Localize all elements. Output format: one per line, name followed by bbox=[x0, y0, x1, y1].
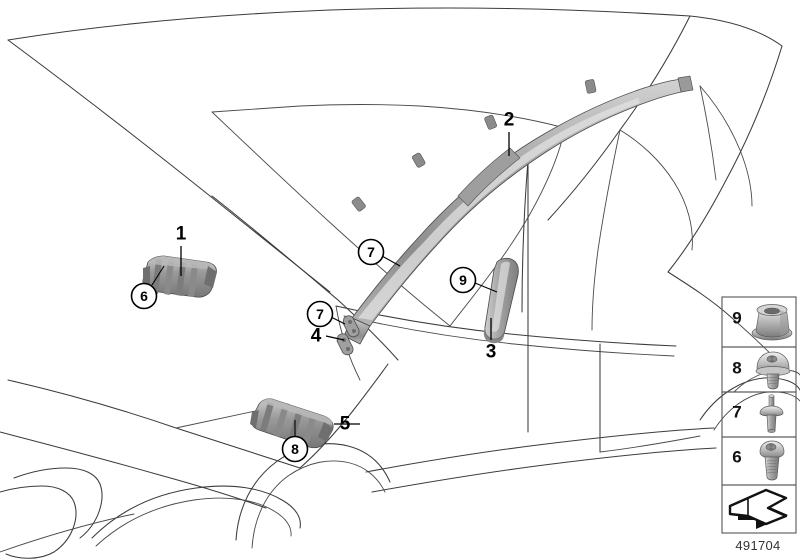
circle-callout-8: 8 bbox=[281, 435, 309, 463]
part-2-curtain-airbag bbox=[343, 75, 694, 345]
forward-direction-arrow-icon bbox=[728, 488, 788, 529]
flange-nut-icon bbox=[751, 304, 793, 341]
part-3-pillar-component bbox=[483, 257, 519, 344]
circle-callout-6-text: 6 bbox=[140, 288, 148, 304]
part-label-5: 5 bbox=[340, 414, 351, 435]
torx-screw-icon bbox=[759, 440, 785, 481]
circle-callout-6: 6 bbox=[130, 282, 158, 310]
circle-callout-7-lower: 7 bbox=[306, 300, 334, 328]
legend-number-7: 7 bbox=[732, 403, 741, 422]
legend-number-9: 9 bbox=[732, 309, 741, 328]
part-label-3: 3 bbox=[486, 342, 497, 363]
circle-callout-7-lower-text: 7 bbox=[316, 306, 324, 322]
part-label-1: 1 bbox=[176, 224, 187, 245]
circle-callout-9: 9 bbox=[449, 266, 477, 294]
circle-callout-7-upper-text: 7 bbox=[367, 244, 375, 260]
circle-callout-7-upper: 7 bbox=[357, 238, 385, 266]
circle-callout-9-text: 9 bbox=[459, 272, 467, 288]
part-label-2: 2 bbox=[504, 110, 515, 131]
part-label-4: 4 bbox=[311, 326, 322, 347]
legend-number-8: 8 bbox=[732, 359, 741, 378]
circle-callout-8-text: 8 bbox=[291, 441, 299, 457]
diagram-id-number: 491704 bbox=[735, 538, 781, 553]
pan-head-screw-icon bbox=[755, 351, 791, 390]
blind-rivet-icon bbox=[759, 394, 784, 433]
part-5-airbag-module-rear bbox=[250, 398, 334, 449]
legend-cell-arrow bbox=[721, 484, 797, 534]
legend-number-6: 6 bbox=[732, 448, 741, 467]
